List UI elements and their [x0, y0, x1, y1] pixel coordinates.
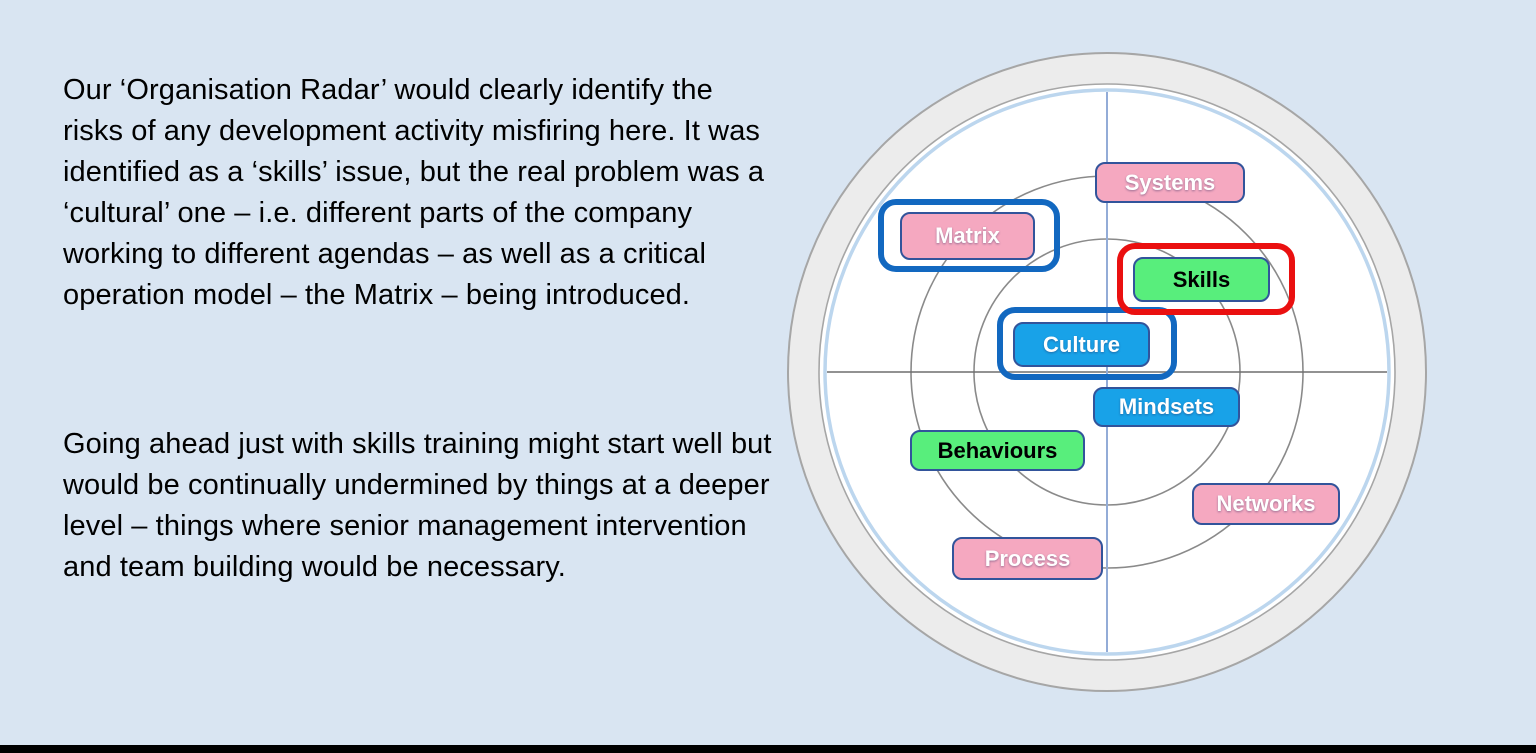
bottom-black-bar [0, 745, 1536, 753]
paragraph-1: Our ‘Organisation Radar’ would clearly i… [63, 74, 765, 311]
radar-node-systems: Systems [1095, 162, 1245, 203]
culture-highlight-outline [997, 307, 1177, 380]
paragraph-2: Going ahead just with skills training mi… [63, 428, 772, 583]
skills-highlight-outline [1117, 243, 1295, 315]
radar-node-networks: Networks [1192, 483, 1340, 525]
radar-node-culture: Culture [1013, 322, 1150, 367]
radar-node-matrix: Matrix [900, 212, 1035, 260]
radar-node-process: Process [952, 537, 1103, 580]
matrix-highlight-outline [878, 199, 1060, 272]
radar-node-skills: Skills [1133, 257, 1270, 302]
radar-node-mindsets: Mindsets [1093, 387, 1240, 427]
radar-node-behaviours: Behaviours [910, 430, 1085, 471]
